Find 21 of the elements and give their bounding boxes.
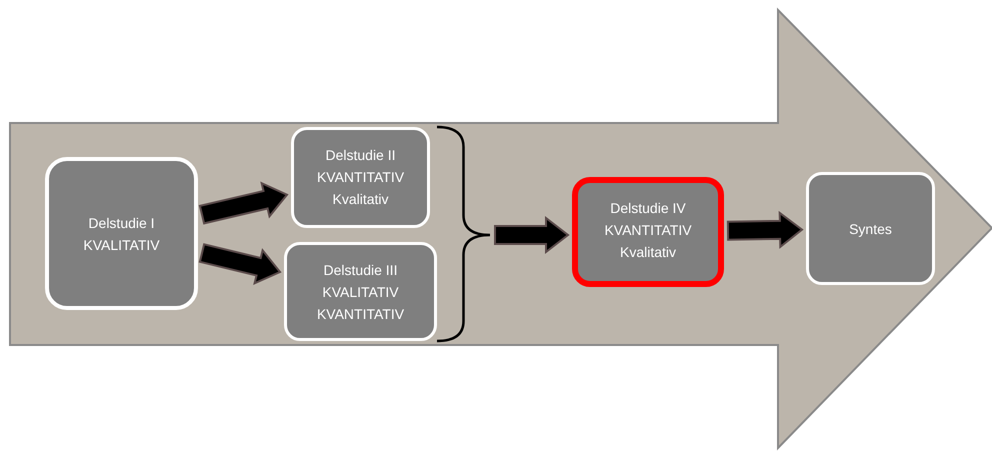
box-label: KVANTITATIV [604,221,692,240]
process-box [291,127,430,228]
box-label: KVANTITATIV [316,305,404,324]
process-box [572,177,724,287]
box-label: KVALITATIV [322,283,399,302]
block-arrow [494,216,570,254]
block-arrow [198,243,282,286]
box-label: KVANTITATIV [316,168,404,187]
process-box [284,242,437,341]
box-label: Delstudie IV [610,199,686,218]
box-label: KVALITATIV [83,236,160,254]
block-arrow [198,181,289,225]
box-label: Kvalitativ [620,243,676,262]
block-arrow [726,210,804,249]
box-label: Delstudie I [88,214,155,232]
process-box [806,172,935,285]
box-label: Delstudie III [324,261,398,280]
box-label: Kvalitativ [332,190,389,209]
box-label: Syntes [849,220,892,239]
process-box [45,157,198,310]
box-label: Delstudie II [325,146,396,165]
